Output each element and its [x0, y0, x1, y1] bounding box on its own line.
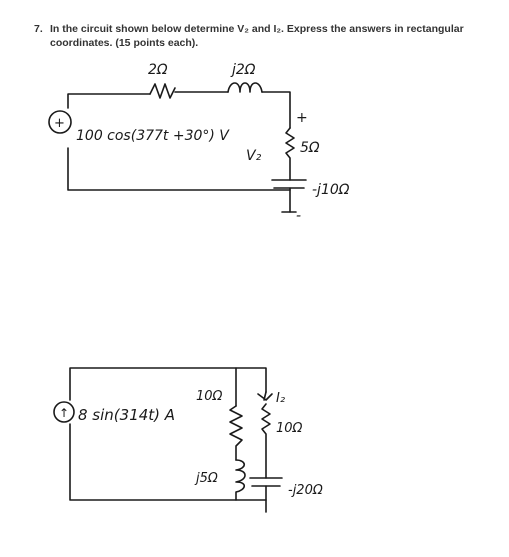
c2-resistor-10 [229, 405, 243, 461]
c1-inductor-label: j2Ω [230, 62, 256, 78]
circuit-1: + 2Ω j2Ω 100 cos(377t +30°) V + V₂ 5Ω -j… [48, 62, 350, 224]
c2-inductor [235, 459, 246, 501]
c2-resistor-right [261, 403, 271, 479]
c1-top-wire-left [67, 93, 151, 109]
c1-resistor-label: 2Ω [148, 62, 168, 78]
c2-source-symbol: ↑ [59, 406, 69, 420]
c2-i2-arrow [257, 391, 273, 401]
c1-v2-label: V₂ [246, 148, 262, 164]
c2-i2-label: I₂ [276, 391, 285, 406]
c1-inductor [227, 82, 263, 93]
c2-r1-label: 10Ω [196, 389, 223, 404]
c2-l1-label: j5Ω [194, 471, 218, 486]
c1-resistor [149, 83, 176, 99]
c2-source-label: 8 sin(314t) A [78, 406, 175, 424]
c1-source-symbol: + [54, 116, 65, 131]
c2-current-source [53, 401, 75, 423]
c1-voltage-source [48, 110, 72, 134]
problem-text-line1: In the circuit shown below determine V₂ … [50, 23, 464, 35]
problem-statement: 7. In the circuit shown below determine V… [34, 22, 494, 50]
c1-resistor-5 [285, 127, 295, 181]
c2-r2-label: 10Ω [276, 421, 303, 436]
c1-bottom-wire [67, 147, 291, 191]
c1-cap-label: -j10Ω [312, 182, 350, 198]
c1-r2-label: 5Ω [300, 140, 320, 156]
c1-source-label: 100 cos(377t +30°) V [76, 128, 230, 144]
circuit-2: ↑ 8 sin(314t) A 10Ω j5Ω I₂ 10Ω -j20Ω [53, 367, 323, 513]
problem-number: 7. [34, 23, 43, 35]
c1-minus-mark: - [296, 208, 301, 224]
c1-top-wire-right [261, 91, 291, 129]
problem-text-line2: coordinates. (15 points each). [50, 37, 199, 49]
c1-plus-mark: + [296, 110, 308, 126]
c2-bottom-wire [69, 423, 267, 501]
c2-cap-label: -j20Ω [288, 483, 323, 498]
